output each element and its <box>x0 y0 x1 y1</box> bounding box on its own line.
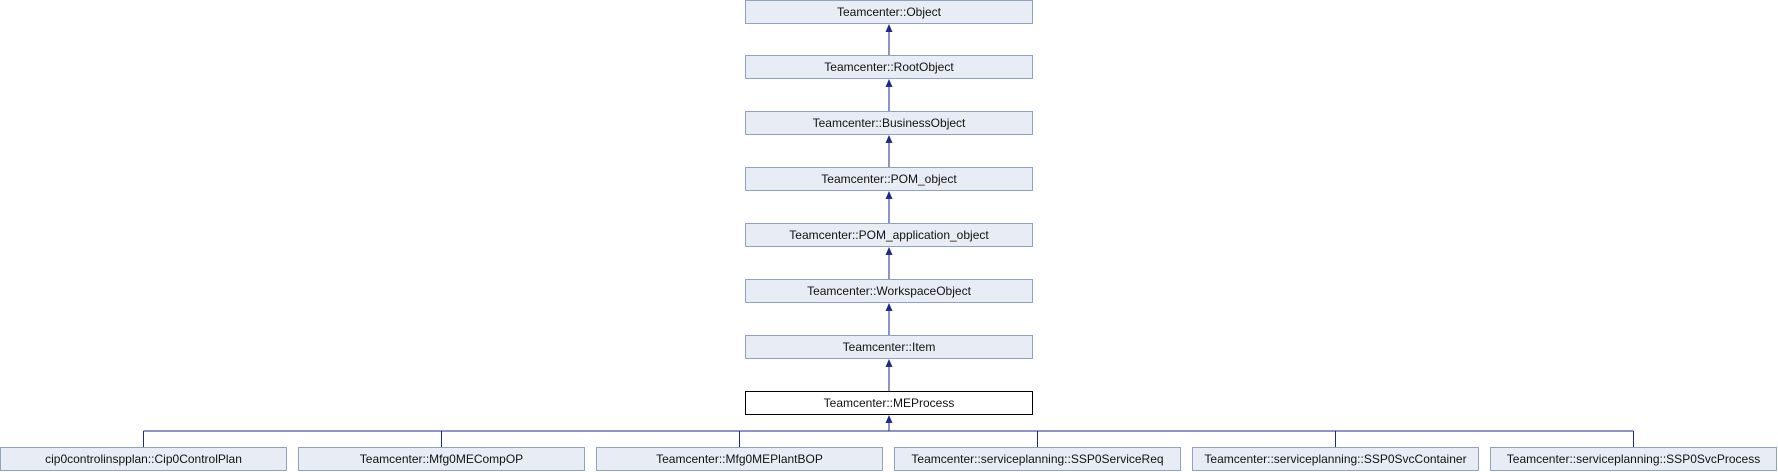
inheritance-arrowhead <box>885 303 893 311</box>
class-node-ssp0svccontainer[interactable]: Teamcenter::serviceplanning::SSP0SvcCont… <box>1192 447 1479 471</box>
inheritance-arrowhead <box>885 191 893 199</box>
class-node-item[interactable]: Teamcenter::Item <box>745 335 1033 359</box>
inheritance-arrowhead <box>885 24 893 32</box>
class-node-rootobject[interactable]: Teamcenter::RootObject <box>745 55 1033 79</box>
class-node-pom-object[interactable]: Teamcenter::POM_object <box>745 167 1033 191</box>
class-node-ssp0servicereq[interactable]: Teamcenter::serviceplanning::SSP0Service… <box>894 447 1181 471</box>
class-node-mfg0mecompop[interactable]: Teamcenter::Mfg0MECompOP <box>298 447 585 471</box>
inheritance-arrowhead <box>885 135 893 143</box>
class-node-ssp0svcprocess[interactable]: Teamcenter::serviceplanning::SSP0SvcProc… <box>1490 447 1777 471</box>
class-node-businessobject[interactable]: Teamcenter::BusinessObject <box>745 111 1033 135</box>
class-node-workspaceobject[interactable]: Teamcenter::WorkspaceObject <box>745 279 1033 303</box>
inheritance-arrowhead <box>885 79 893 87</box>
class-node-pom-application-object[interactable]: Teamcenter::POM_application_object <box>745 223 1033 247</box>
inheritance-arrowhead <box>885 247 893 255</box>
class-node-mfg0meplantbop[interactable]: Teamcenter::Mfg0MEPlantBOP <box>596 447 883 471</box>
class-node-cip0controlplan[interactable]: cip0controlinspplan::Cip0ControlPlan <box>0 447 287 471</box>
class-node-object[interactable]: Teamcenter::Object <box>745 0 1033 24</box>
inheritance-arrowhead <box>885 359 893 367</box>
class-node-meprocess-current: Teamcenter::MEProcess <box>745 391 1033 415</box>
inheritance-arrowhead <box>885 415 893 423</box>
